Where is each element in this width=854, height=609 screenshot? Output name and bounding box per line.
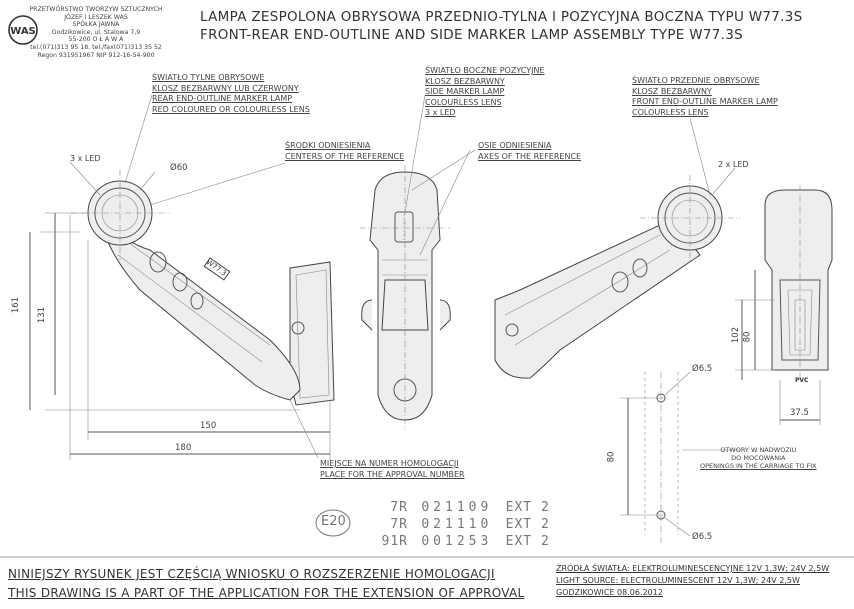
company-line: SPÓŁKA JAWNA (72, 21, 120, 29)
bracket-view (735, 185, 833, 425)
dim-height-131: 131 (37, 306, 48, 324)
dim-hole-top: Ø6.5 (692, 364, 713, 374)
dim-height-80: 80 (742, 331, 753, 343)
led-count-right: 2 x LED (718, 160, 749, 169)
light-source-english: LIGHT SOURCE: ELECTROLUMINESCENT 12V 1,3… (556, 576, 800, 585)
company-info: PRZETWÓRSTWO TWORZYW SZTUCZNYCH JÓZEF I … (4, 6, 188, 59)
company-line: 55-200 O Ł A W A (68, 36, 124, 44)
dim-hole-spacing: 80 (606, 451, 617, 463)
homologation-row: 91R 001253 EXT 2 (381, 534, 550, 549)
dim-height-102: 102 (731, 326, 742, 344)
was-logo-text: WAS (10, 26, 36, 37)
e-mark-circle (315, 509, 351, 537)
place-date: GODZIKOWICE 08.06.2012 (556, 588, 663, 597)
left-view-lamp (29, 94, 335, 460)
footer-polish: NINIEJSZY RYSUNEK JEST CZĘŚCIĄ WNIOSKU O… (8, 567, 495, 581)
title-polish: LAMPA ZESPOLONA OBRYSOWA PRZEDNIO-TYLNA … (200, 9, 803, 25)
led-count-left: 3 x LED (70, 154, 101, 163)
pvc-mark: PVC (795, 377, 809, 384)
was-logo: WAS (8, 15, 38, 45)
company-line: tel.(071)313 95 18, tel./fax(071)313 35 … (30, 43, 162, 51)
dim-height-161: 161 (11, 296, 22, 314)
approval-leader (289, 399, 319, 459)
e-mark: E20 (321, 514, 346, 529)
dim-width-180: 180 (175, 443, 192, 453)
homologation-row: 7R 021109 EXT 2 (390, 500, 550, 515)
footer-english: THIS DRAWING IS A PART OF THE APPLICATIO… (8, 586, 525, 600)
dim-width-37-5: 37.5 (790, 408, 809, 418)
dim-diameter-60: Ø60 (170, 163, 188, 173)
company-line: PRZETWÓRSTWO TWORZYW SZTUCZNYCH (29, 6, 163, 13)
dim-hole-bottom: Ø6.5 (692, 532, 713, 542)
light-source-polish: ŹRÓDŁA ŚWIATŁA: ELEKTROLUMINESCENCYJNE 1… (556, 564, 830, 573)
mounting-holes-detail (620, 371, 740, 545)
homologation-row: 7R 021110 EXT 2 (390, 517, 550, 532)
company-line: Godzikowice, ul. Stalowa 7,9 (51, 28, 141, 36)
title-english: FRONT-REAR END-OUTLINE AND SIDE MARKER L… (200, 27, 743, 43)
dim-width-150: 150 (200, 421, 217, 431)
right-view-lamp (494, 117, 740, 379)
company-line: Regon 931951967 NIP 912-16-54-900 (37, 51, 155, 59)
middle-view-lamp (360, 94, 476, 430)
company-line: JÓZEF I LESZEK WAS (64, 13, 128, 21)
